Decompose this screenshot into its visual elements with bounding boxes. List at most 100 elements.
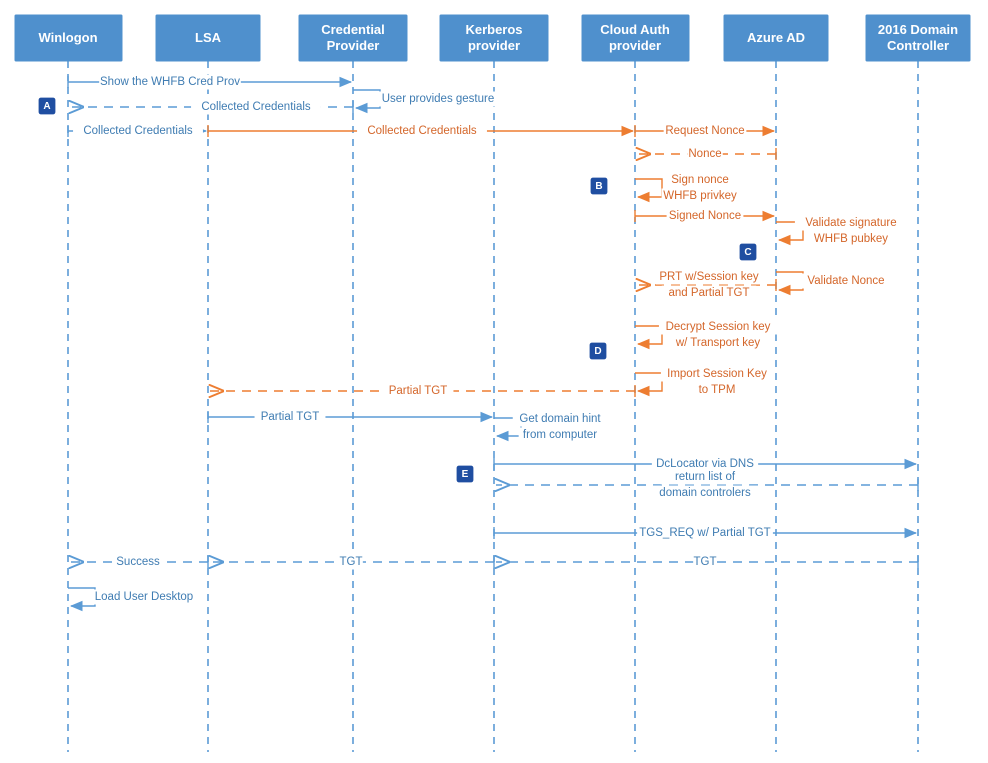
self-loop-arrow <box>494 417 522 442</box>
message-label: Partial TGT <box>389 385 448 397</box>
message-m14: Import Session Key to TPM <box>635 366 774 398</box>
label-backdrop <box>666 208 744 224</box>
message-label: domain controlers <box>659 487 751 499</box>
label-backdrop <box>661 188 739 204</box>
message-label: Collected Credentials <box>367 125 477 137</box>
message-label: Sign nonce <box>671 174 729 186</box>
message-label: Load User Desktop <box>95 591 193 603</box>
step-badge-a[interactable]: A <box>37 96 57 116</box>
label-backdrop <box>655 269 763 285</box>
badge-shape <box>738 242 758 262</box>
self-loop-arrow <box>635 325 663 350</box>
label-backdrop <box>512 411 608 427</box>
label-backdrop <box>663 123 747 139</box>
message-m23: Success <box>70 554 209 570</box>
message-m7: Nonce <box>637 146 777 162</box>
step-badge-e[interactable]: E <box>455 464 475 484</box>
message-label: Get domain hint <box>519 413 601 425</box>
label-backdrop <box>667 335 769 351</box>
message-label: TGS_REQ w/ Partial TGT <box>639 527 770 539</box>
message-m16: Partial TGT <box>207 409 494 425</box>
step-badge-c[interactable]: C <box>738 242 758 262</box>
badge-shape <box>588 341 608 361</box>
message-m24: Load User Desktop <box>68 587 198 612</box>
message-label: Request Nonce <box>665 125 744 137</box>
label-backdrop <box>114 554 162 570</box>
actor-label: Provider <box>327 38 380 53</box>
badge-shape <box>37 96 57 116</box>
actor-box-winlogon[interactable]: Winlogon <box>14 14 123 62</box>
badge-letter: A <box>43 101 50 112</box>
message-label: PRT w/Session key <box>659 271 759 283</box>
actor-box-azuread[interactable]: Azure AD <box>723 14 829 62</box>
self-loop-arrow <box>635 372 663 397</box>
actor-label: Kerberos <box>465 22 522 37</box>
label-backdrop <box>357 123 487 139</box>
label-backdrop <box>696 382 738 398</box>
message-m11: Validate Nonce <box>776 271 891 296</box>
label-backdrop <box>801 273 891 289</box>
step-badge-b[interactable]: B <box>589 176 609 196</box>
message-label: to TPM <box>699 384 736 396</box>
actor-box-lsa[interactable]: LSA <box>155 14 261 62</box>
actor-label: Winlogon <box>38 30 97 45</box>
message-m6: Request Nonce <box>634 123 776 139</box>
label-backdrop <box>660 366 774 382</box>
label-backdrop <box>373 91 503 107</box>
message-m22: TGT <box>210 554 495 570</box>
label-backdrop <box>637 525 773 541</box>
message-label: Import Session Key <box>667 368 767 380</box>
message-label: Collected Credentials <box>201 101 311 113</box>
label-backdrop <box>382 383 454 399</box>
message-m3: Collected Credentials <box>70 99 354 115</box>
message-m2: User provides gesture <box>353 89 503 114</box>
message-m21: TGT <box>496 554 919 570</box>
message-label: Show the WHFB Cred Prov <box>100 76 240 88</box>
message-label: WHFB privkey <box>663 190 737 202</box>
self-loop-arrow <box>776 271 804 296</box>
actor-label: provider <box>609 38 661 53</box>
actor-label: Credential <box>321 22 385 37</box>
message-m1: Show the WHFB Cred Prov <box>67 74 353 90</box>
step-badge-d[interactable]: D <box>588 341 608 361</box>
actor-label: 2016 Domain <box>878 22 958 37</box>
label-backdrop <box>693 554 717 570</box>
label-backdrop <box>651 485 759 501</box>
label-backdrop <box>518 427 602 443</box>
label-backdrop <box>339 554 363 570</box>
actor-label: Controller <box>887 38 949 53</box>
message-m12: PRT w/Session key and Partial TGT <box>637 269 777 301</box>
message-label: TGT <box>340 556 363 568</box>
message-label: Partial TGT <box>261 411 320 423</box>
label-backdrop <box>658 319 778 335</box>
message-label: Collected Credentials <box>83 125 193 137</box>
lifelines-layer <box>67 61 919 752</box>
self-loop-arrow <box>635 178 663 203</box>
label-backdrop <box>687 146 723 162</box>
message-label: Success <box>116 556 160 568</box>
label-backdrop <box>191 99 321 115</box>
message-label: and Partial TGT <box>669 287 750 299</box>
label-backdrop <box>661 285 757 301</box>
label-backdrop <box>73 123 203 139</box>
label-backdrop <box>660 469 750 485</box>
message-label: Validate Nonce <box>807 275 884 287</box>
label-backdrop <box>667 172 733 188</box>
label-backdrop <box>99 74 241 90</box>
actor-label: Azure AD <box>747 30 805 45</box>
actor-label: provider <box>468 38 520 53</box>
message-m5: Collected Credentials <box>207 123 635 139</box>
label-backdrop <box>815 231 887 247</box>
message-label: WHFB pubkey <box>814 233 888 245</box>
message-label: Decrypt Session key <box>666 321 771 333</box>
